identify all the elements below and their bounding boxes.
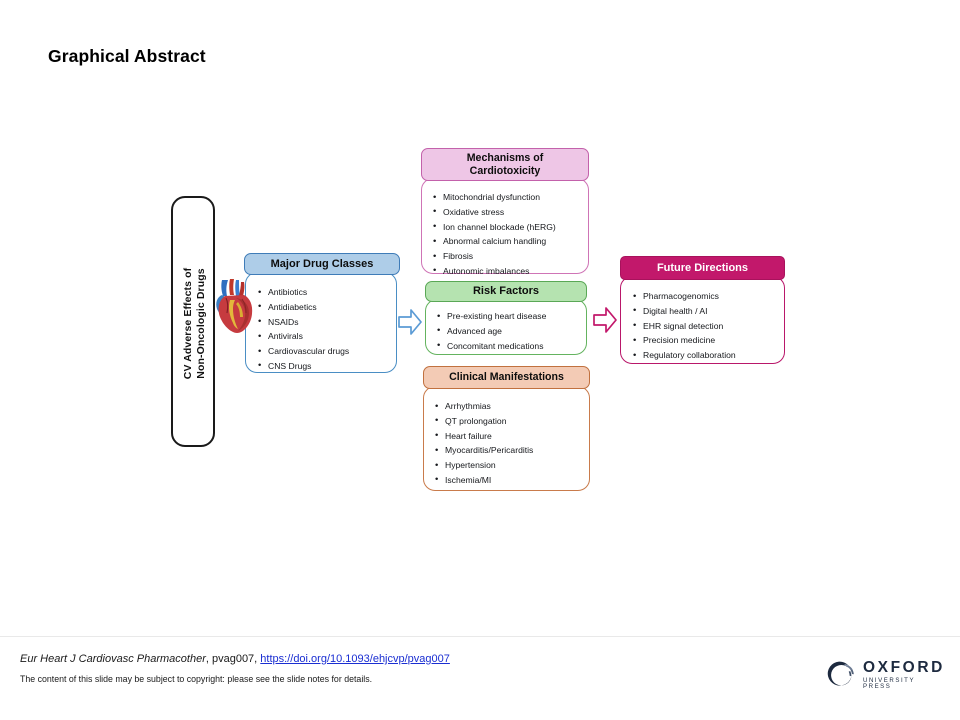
left-banner-text: CV Adverse Effects of Non-Oncologic Drug… [173, 198, 217, 449]
list-item: Fibrosis [433, 249, 588, 265]
card-header-risk-factors: Risk Factors [425, 281, 587, 302]
list-item: Regulatory collaboration [633, 348, 784, 364]
citation-journal: Eur Heart J Cardiovasc Pharmacother [20, 653, 206, 665]
list-item: Digital health / AI [633, 303, 784, 319]
list-item: EHR signal detection [633, 318, 784, 334]
list-item: Precision medicine [633, 333, 784, 349]
citation: Eur Heart J Cardiovasc Pharmacother, pva… [20, 652, 760, 667]
card-header-label: Future Directions [656, 261, 749, 274]
list-item: Antivirals [258, 329, 396, 345]
list-item: Cardiovascular drugs [258, 344, 396, 360]
card-header-major-drug-classes: Major Drug Classes [244, 253, 400, 275]
doi-link[interactable]: https://doi.org/10.1093/ehjcvp/pvag007 [260, 653, 450, 665]
anatomical-heart-icon [216, 279, 253, 333]
list-item: Myocarditis/Pericarditis [435, 443, 589, 459]
graphical-abstract-diagram: CV Adverse Effects of Non-Oncologic Drug… [0, 0, 960, 630]
card-body-future-directions: Pharmacogenomics Digital health / AI EHR… [620, 276, 785, 364]
oup-press-text: UNIVERSITY PRESS [863, 677, 915, 691]
risk-factors-list: Pre-existing heart disease Advanced age … [437, 309, 586, 355]
card-body-major-drug-classes: Antibiotics Antidiabetics NSAIDs Antivir… [245, 272, 397, 375]
future-directions-list: Pharmacogenomics Digital health / AI EHR… [633, 289, 784, 364]
list-item: Autonomic imbalances [433, 263, 588, 279]
card-header-label: Major Drug Classes [270, 257, 374, 270]
card-header-label: Clinical Manifestations [449, 371, 564, 384]
list-item: Ion channel blockade (hERG) [433, 219, 588, 235]
clinical-manifestations-list: Arrhythmias QT prolongation Heart failur… [435, 399, 589, 489]
list-item: CNS Drugs [258, 358, 396, 374]
page-title: Graphical Abstract [48, 46, 206, 66]
card-body-clinical-manifestations: Arrhythmias QT prolongation Heart failur… [423, 386, 590, 491]
footer: Eur Heart J Cardiovasc Pharmacother, pva… [20, 652, 760, 685]
list-item: NSAIDs [258, 314, 396, 330]
list-item: Abnormal calcium handling [433, 234, 588, 250]
list-item: Pre-existing heart disease [437, 309, 586, 325]
left-banner: CV Adverse Effects of Non-Oncologic Drug… [171, 196, 215, 447]
card-header-clinical-manifestations: Clinical Manifestations [423, 366, 590, 389]
left-banner-line2: Non-Oncologic Drugs [195, 268, 207, 379]
list-item: Arrhythmias [435, 399, 589, 415]
card-header-label-line1: Mechanisms of [466, 152, 544, 164]
copyright-notice: The content of this slide may be subject… [20, 673, 373, 684]
card-header-label-line2: Cardiotoxicity [469, 164, 541, 177]
list-item: Ischemia/MI [435, 472, 589, 488]
card-header-mechanisms-of-cardiotoxicity: Mechanisms of Cardiotoxicity [421, 148, 589, 181]
list-item: Antidiabetics [258, 299, 396, 315]
list-item: Oxidative stress [433, 204, 588, 220]
list-item: Advanced age [437, 323, 586, 339]
footer-divider [0, 636, 960, 637]
mechanisms-list: Mitochondrial dysfunction Oxidative stre… [433, 190, 588, 280]
oup-oxford-text: OXFORD [863, 658, 945, 676]
citation-article-id: , pvag007, [205, 653, 261, 665]
list-item: QT prolongation [435, 413, 589, 429]
card-body-risk-factors: Pre-existing heart disease Advanced age … [425, 299, 587, 355]
oup-wordmark: OXFORD UNIVERSITY PRESS [863, 660, 945, 691]
list-item: Hypertension [435, 458, 589, 474]
card-header-future-directions: Future Directions [620, 256, 785, 280]
card-header-label: Risk Factors [472, 285, 540, 298]
drug-classes-list: Antibiotics Antidiabetics NSAIDs Antivir… [258, 285, 396, 375]
left-banner-line1: CV Adverse Effects of [181, 267, 194, 380]
list-item: Pharmacogenomics [633, 289, 784, 305]
list-item: Mitochondrial dysfunction [433, 190, 588, 206]
list-item: Concomitant medications [437, 338, 586, 354]
list-item: Antibiotics [258, 285, 396, 301]
arrow-drugs-to-mechanisms-icon [398, 309, 422, 335]
oxford-university-press-logo: OXFORD UNIVERSITY PRESS [826, 658, 944, 692]
oup-swirl-icon [827, 661, 854, 686]
list-item: Heart failure [435, 428, 589, 444]
arrow-risk-to-future-icon [593, 307, 617, 333]
card-body-mechanisms-of-cardiotoxicity: Mitochondrial dysfunction Oxidative stre… [421, 178, 589, 280]
